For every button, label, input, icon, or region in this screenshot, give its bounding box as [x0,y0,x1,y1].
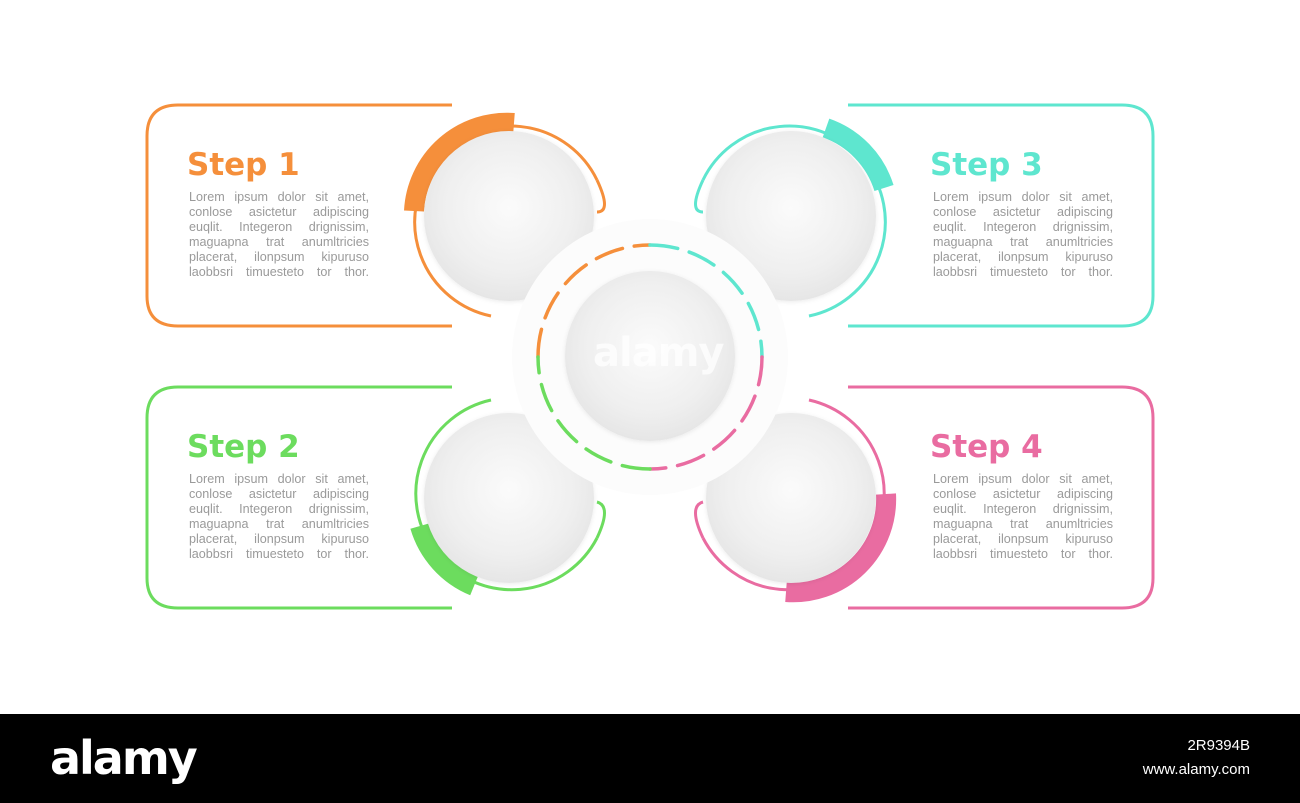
step-1-progress-arc [404,112,515,212]
step-2-body: Lorem ipsum dolor sit amet,conlose asict… [189,472,369,561]
image-id: 2R9394B [1187,737,1250,754]
step-1-ring-end [595,179,606,214]
step-4-circle [706,413,876,583]
watermark: alamy [593,330,724,376]
step-1-box-outline [145,103,452,328]
step-4-frame [694,385,1155,610]
step-1-body: Lorem ipsum dolor sit amet,conlose asict… [189,190,369,279]
center-dash-orange [536,243,652,359]
step-2-frame [145,385,606,610]
step-4-body: Lorem ipsum dolor sit amet,conlose asict… [933,472,1113,561]
step-3-circle [706,131,876,301]
center-dash-green [536,355,652,471]
center-dash-pink [648,355,764,471]
step-1-title: Step 1 [187,147,300,183]
step-diagram [145,103,1155,610]
step-1-frame [145,103,606,328]
step-3-progress-arc [822,118,894,192]
step-4-ring-end [694,500,705,539]
center-dash-teal [648,243,764,359]
center-dashed-ring [536,243,764,471]
step-1-circle [424,131,594,301]
step-3-ring-end [694,179,705,214]
step-2-box-outline [145,385,452,610]
step-2-title: Step 2 [187,429,300,465]
step-3-box-outline [848,103,1155,328]
step-4-progress-arc [785,493,897,603]
infographic-canvas: alamy Step 1 Lorem ipsum dolor sit amet,… [145,103,1155,610]
step-3-frame [694,103,1155,328]
step-4-box-outline [848,385,1155,610]
footer-bar: alamy 2R9394B www.alamy.com [0,714,1300,803]
site-url: www.alamy.com [1142,761,1250,778]
step-4-title: Step 4 [930,429,1043,465]
alamy-logo: alamy [50,731,198,785]
step-2-ring-end [595,500,606,539]
image-info: 2R9394B www.alamy.com [1143,734,1250,782]
step-2-circle [424,413,594,583]
step-3-body: Lorem ipsum dolor sit amet,conlose asict… [933,190,1113,279]
center-circle [565,271,735,441]
step-3-title: Step 3 [930,147,1043,183]
step-2-progress-arc [410,522,479,596]
